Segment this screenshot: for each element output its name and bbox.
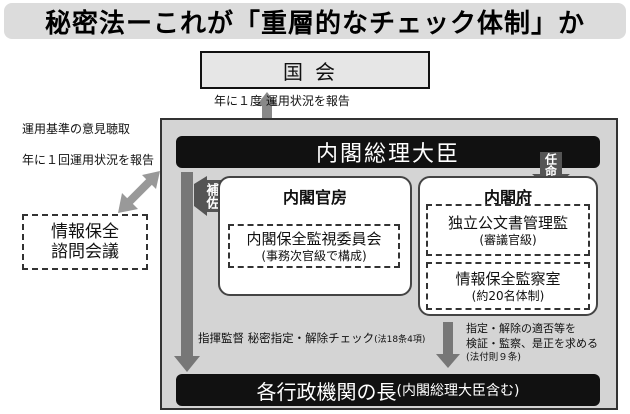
appoint-label: 任命: [543, 153, 558, 177]
cabinet-office-panel: 内閣府 独立公文書管理監 (審議官級) 情報保全監察室 (約20名体制): [418, 176, 598, 316]
demand-line2: 検証・監察、是正を求める: [466, 336, 598, 350]
direct-text: 指揮監督 秘密指定・解除チェック: [198, 331, 375, 345]
direct-law: (法18条4項): [374, 335, 426, 345]
inspection-office-box: 情報保全監察室 (約20名体制): [426, 262, 590, 310]
agency-heads-note: (内閣総理大臣含む): [396, 383, 520, 399]
cabinet-secretariat-panel: 内閣官房 内閣保全監視委員会 (事務次官級で構成): [218, 176, 412, 296]
committee-label: 内閣保全監視委員会: [246, 229, 382, 248]
assist-arrow: [174, 172, 200, 372]
cabinet-secretariat-title: 内閣官房: [282, 188, 347, 207]
prime-minister-bar: 内閣総理大臣: [176, 136, 600, 168]
inspector-label: 独立公文書管理監: [447, 213, 568, 232]
note-annual-report-council: 年に１回運用状況を報告: [22, 153, 155, 167]
inspector-box: 独立公文書管理監 (審議官級): [426, 204, 590, 256]
council-box: 情報保全 諮問会議: [22, 214, 148, 270]
demand-law: (法付則９条): [466, 351, 521, 363]
direct-note: 指揮監督 秘密指定・解除チェック(法18条4項): [198, 330, 425, 346]
demand-line1: 指定・解除の適否等を: [466, 322, 576, 335]
inspector-note: (審議官級): [479, 232, 537, 247]
assist-label: 補佐: [203, 183, 219, 209]
cabinet-office-title: 内閣府: [483, 188, 532, 207]
demand-note: 指定・解除の適否等を 検証・監察、是正を求める (法付則９条): [466, 322, 598, 365]
report-to-diet-arrow: [256, 92, 278, 118]
council-line1: 情報保全: [51, 221, 119, 242]
inspection-office-label: 情報保全監察室: [455, 269, 561, 288]
inspection-office-note: (約20名体制): [471, 288, 545, 303]
agency-heads-bar: 各行政機関の長(内閣総理大臣含む): [176, 374, 600, 406]
diet-box: 国会: [200, 51, 430, 89]
demand-arrow: [436, 322, 460, 368]
note-annual-report-diet: 年に１度 運用状況を報告: [214, 94, 350, 108]
note-consult: 運用基準の意見聴取: [22, 122, 131, 136]
agency-heads-label: 各行政機関の長: [256, 379, 397, 404]
committee-box: 内閣保全監視委員会 (事務次官級で構成): [228, 224, 400, 268]
council-double-arrow: [118, 171, 160, 213]
committee-note: (事務次官級で構成): [261, 248, 367, 263]
council-line2: 諮問会議: [51, 242, 119, 262]
page-title: 秘密法ーこれが「重層的なチェック体制」か: [4, 3, 626, 39]
